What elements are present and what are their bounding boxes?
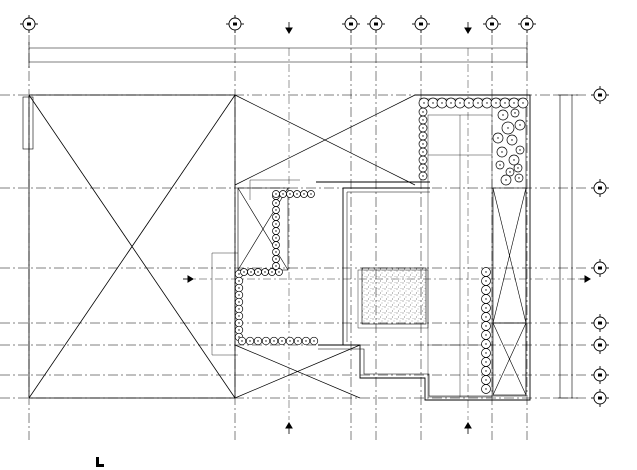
section-marker-bottom-left — [285, 422, 293, 434]
grid-bubble-col-1 — [20, 15, 38, 33]
section-marker-top-left — [285, 22, 293, 34]
grid-bubble-row-2 — [591, 179, 609, 197]
right-strip — [492, 187, 527, 396]
building-outline — [316, 94, 531, 401]
row-grid-bubbles — [591, 86, 609, 407]
grid-bubble-row-7 — [591, 389, 609, 407]
grid-bubble-row-3 — [591, 259, 609, 277]
interior-lines — [211, 114, 493, 398]
grid-bubble-row-1 — [591, 86, 609, 104]
left-open-area — [22, 94, 236, 399]
grid-bubble-col-4 — [367, 15, 385, 33]
right-dimension-lines — [555, 94, 578, 399]
section-marker-top-right — [464, 22, 472, 34]
speckled-planter — [361, 267, 427, 325]
grid-bubble-col-5 — [412, 15, 430, 33]
column-grid-bubbles — [20, 15, 536, 33]
north-arrow-icon — [96, 457, 104, 467]
top-dimension-lines — [28, 42, 528, 68]
grid-bubble-row-4 — [591, 314, 609, 332]
inner-left-block — [237, 187, 289, 271]
grid-bubble-col-7 — [518, 15, 536, 33]
section-marker-bottom-right — [464, 422, 472, 434]
section-marker-mid-right — [580, 275, 591, 283]
center-diagonals — [234, 94, 416, 399]
grid-bubble-col-6 — [483, 15, 501, 33]
section-marker-mid-left — [183, 275, 194, 283]
grid-bubble-row-6 — [591, 366, 609, 384]
grid-bubble-col-3 — [342, 15, 360, 33]
landscape-shrubs — [234, 97, 529, 394]
grid-bubble-col-2 — [226, 15, 244, 33]
grid-bubble-row-5 — [591, 336, 609, 354]
section-markers — [183, 22, 591, 434]
